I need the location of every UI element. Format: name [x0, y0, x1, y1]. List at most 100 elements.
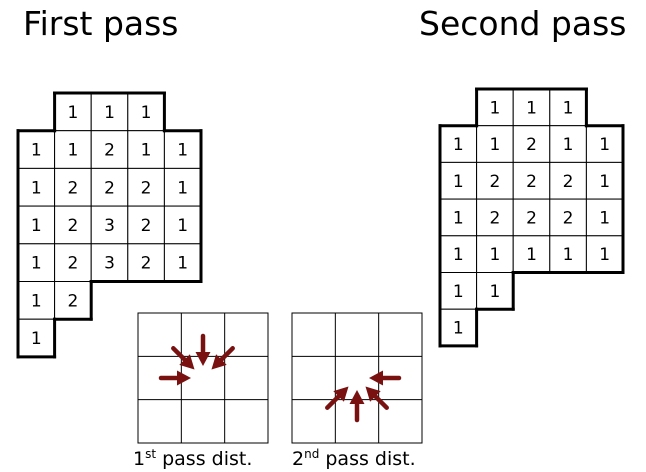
- second_pass-cell-value: 1: [526, 245, 537, 265]
- first_pass-cell-value: 1: [31, 216, 42, 236]
- first_pass-cell: [90, 92, 129, 132]
- second_pass-cell-value: 1: [453, 135, 464, 155]
- first_pass-cell-value: 1: [31, 178, 42, 198]
- caption-ordinal: st: [145, 447, 157, 461]
- first_pass-cell-value: 2: [104, 141, 115, 161]
- second_pass-cell: [476, 235, 514, 274]
- first_pass-cell: [17, 281, 56, 320]
- first_pass-cell-value: 2: [141, 216, 152, 236]
- second_pass-cell-value: 1: [489, 98, 500, 118]
- second-pass-title: Second pass: [419, 4, 627, 43]
- second_pass-cell: [549, 125, 587, 163]
- first_pass-cell-value: 1: [177, 254, 188, 274]
- first_pass-cell: [127, 92, 165, 132]
- second_pass-cell-value: 2: [563, 172, 574, 192]
- second_pass-cell-value: 1: [453, 172, 464, 192]
- second_pass-cell: [476, 161, 514, 200]
- kernel-frame: [137, 312, 269, 444]
- second_pass-cell-value: 1: [489, 282, 500, 302]
- second_pass-cell-value: 1: [563, 135, 574, 155]
- second_pass-cell-value: 2: [563, 208, 574, 228]
- second_pass-cell: [476, 272, 514, 310]
- first_pass-cell-value: 1: [67, 141, 78, 161]
- second_pass-cell-value: 1: [526, 98, 537, 118]
- first_pass-cell-value: 2: [67, 254, 78, 274]
- arrow-head: [365, 386, 381, 402]
- caption-number: 2: [292, 448, 305, 470]
- caption-text: pass dist.: [156, 448, 253, 470]
- first_pass-cell-value: 2: [104, 178, 115, 198]
- second_pass-cell: [439, 308, 478, 347]
- first_pass-cell-value: 1: [31, 141, 42, 161]
- second_pass-cell: [585, 235, 624, 274]
- kernel-frame: [291, 312, 423, 444]
- first_pass-cell: [127, 130, 165, 169]
- first_pass-cell-value: 1: [31, 291, 42, 311]
- kernel-arrow-right: [369, 370, 402, 386]
- first_pass-cell-value: 1: [31, 329, 42, 349]
- second_pass-cell: [549, 88, 587, 127]
- second_pass-cell: [439, 198, 478, 237]
- arrow-head: [195, 352, 211, 366]
- kernel-arrow-top-left: [171, 346, 195, 370]
- first_pass-cell-value: 1: [177, 178, 188, 198]
- first_pass-cell-value: 3: [104, 216, 115, 236]
- kernel-arrow-left: [158, 370, 191, 386]
- caption-text: pass dist.: [319, 448, 416, 470]
- first_pass-cell-value: 2: [67, 291, 78, 311]
- first_pass-cell: [54, 205, 92, 245]
- first_pass-cell-value: 1: [67, 103, 78, 123]
- first_pass-cell-value: 2: [141, 178, 152, 198]
- first_pass-cell-value: 1: [104, 103, 115, 123]
- kernel-arrow-top-center: [195, 333, 211, 366]
- first_pass-cell: [163, 167, 202, 207]
- second_pass-cell: [549, 198, 587, 237]
- second-pass-kernel: [291, 312, 423, 444]
- first_pass-cell: [90, 205, 129, 245]
- second_pass-cell-value: 2: [526, 135, 537, 155]
- second_pass-cell-value: 1: [599, 208, 610, 228]
- first_pass-cell-value: 3: [104, 254, 115, 274]
- second-pass-caption: 2nd pass dist.: [292, 441, 416, 472]
- first_pass-cell-value: 2: [67, 178, 78, 198]
- second_pass-cell: [512, 161, 551, 200]
- second_pass-cell-value: 1: [453, 319, 464, 339]
- first_pass-cell-value: 1: [31, 254, 42, 274]
- first_pass-cell-value: 1: [141, 141, 152, 161]
- second_pass-cell-value: 1: [599, 135, 610, 155]
- second_pass-cell-value: 1: [489, 135, 500, 155]
- second_pass-cell-value: 2: [489, 208, 500, 228]
- first-pass-kernel: [137, 312, 269, 444]
- second_pass-cell-value: 2: [526, 172, 537, 192]
- first_pass-cell-value: 2: [141, 254, 152, 274]
- kernel-arrow-bottom-left: [325, 386, 349, 410]
- second_pass-cell-value: 1: [453, 282, 464, 302]
- arrow-head: [211, 354, 227, 370]
- second_pass-cell-value: 1: [489, 245, 500, 265]
- second_pass-cell-value: 1: [563, 98, 574, 118]
- first_pass-cell: [163, 243, 202, 283]
- second_pass-cell-value: 1: [563, 245, 574, 265]
- arrow-head: [369, 370, 383, 386]
- caption-number: 1: [133, 448, 146, 470]
- first-pass-caption: 1st pass dist.: [133, 441, 252, 472]
- arrow-head: [179, 354, 195, 370]
- first_pass-cell-value: 1: [177, 216, 188, 236]
- first_pass-cell: [127, 167, 165, 207]
- kernel-arrow-bottom-right: [365, 386, 389, 410]
- second_pass-cell-value: 2: [489, 172, 500, 192]
- arrow-head: [177, 370, 191, 386]
- second_pass-cell: [585, 161, 624, 200]
- second_pass-cell: [439, 272, 478, 310]
- second_pass-cell-value: 1: [453, 245, 464, 265]
- second_pass-cell-value: 1: [599, 172, 610, 192]
- second_pass-cell-value: 1: [453, 208, 464, 228]
- first_pass-cell: [54, 281, 92, 320]
- caption-ordinal: nd: [304, 447, 320, 461]
- first_pass-cell-value: 2: [67, 216, 78, 236]
- first_pass-cell-value: 1: [177, 141, 188, 161]
- first-pass-title: First pass: [23, 4, 179, 43]
